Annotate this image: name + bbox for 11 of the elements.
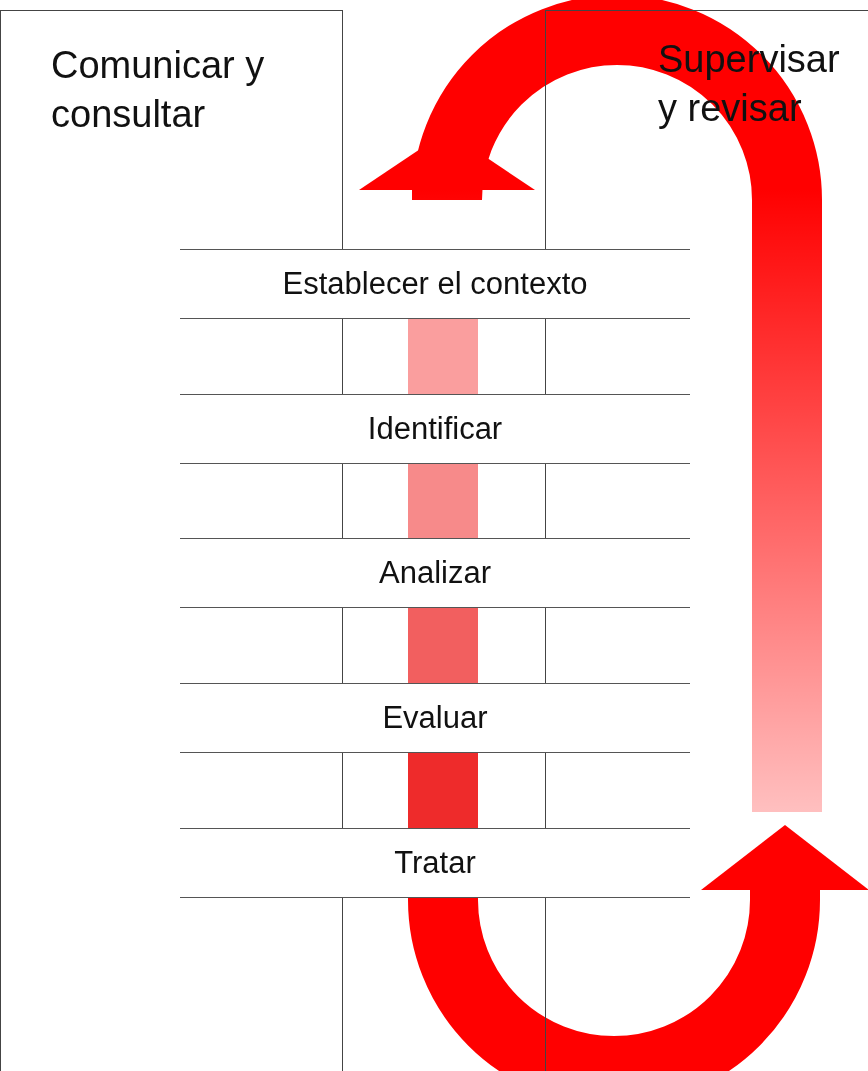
- process-step-band: Identificar: [180, 394, 690, 464]
- connector-bar: [408, 464, 478, 538]
- process-step-band: Tratar: [180, 828, 690, 898]
- process-step-band: Evaluar: [180, 683, 690, 753]
- connector-bar: [408, 319, 478, 394]
- process-step-band: Establecer el contexto: [180, 249, 690, 319]
- process-step-band: Analizar: [180, 538, 690, 608]
- connector-bar: [408, 753, 478, 828]
- column-title: Comunicar y consultar: [51, 43, 266, 138]
- connector-bar: [408, 608, 478, 683]
- curved-arrow: [359, 0, 822, 812]
